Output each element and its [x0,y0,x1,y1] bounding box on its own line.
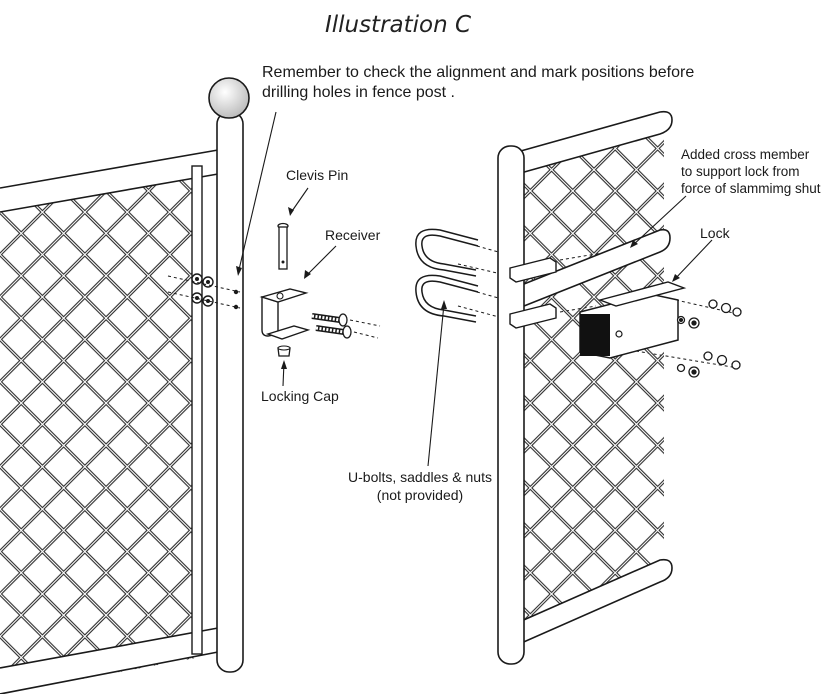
alignment-note: Remember to check the alignment and mark… [262,63,694,103]
nuts-and-washers [676,299,742,378]
receiver-screw-upper [311,313,348,327]
added-cross-member [523,228,671,307]
receiver-plate [261,296,279,337]
left-frame-bolts [191,273,214,307]
cross-member-label: Added cross member to support lock from … [681,146,821,197]
saddles [509,257,557,329]
left-frame-bar [191,165,203,655]
receiver-label: Receiver [325,227,381,243]
clevis-pin [277,222,289,270]
receiver-screw-lower [315,325,352,339]
clevis-pin-label: Clevis Pin [286,167,349,183]
alignment-note-line-2: drilling holes in fence post . [262,84,455,101]
fence-post-pipe [216,111,244,673]
right-bottom-rail [509,558,673,649]
u-bolts-label-line-1: U-bolts, saddles & nuts [348,469,492,485]
u-bolts-label-line-2: (not provided) [376,487,464,503]
lock-keyhole [615,330,623,338]
gate-post [497,145,525,665]
cross-member-label-line-1: Added cross member [681,147,810,162]
lock-label: Lock [700,225,730,241]
fence-post [208,77,250,673]
right-top-rail [509,110,673,177]
lock-mounting-bracket [597,281,687,307]
locking-cap-label: Locking Cap [261,388,339,404]
receiver-bottom-flange [265,325,311,340]
u-bolts [415,228,479,323]
cross-member-label-line-3: force of slammimg shut [681,181,821,196]
right-gate-panel [497,110,673,665]
post-hole-lower [233,304,239,310]
u-bolts-label: U-bolts, saddles & nuts (not provided) [340,468,500,504]
left-chain-link-mesh [0,170,196,694]
post-ball-cap [208,77,250,119]
right-chain-link-mesh [524,124,664,640]
cross-member-label-line-2: to support lock from [681,164,800,179]
illustration-title: Illustration C [324,12,472,38]
leader-arrowheads [236,207,680,369]
receiver-assembly [259,222,352,357]
lock-face [580,314,610,356]
left-fence-panel [0,148,231,694]
receiver-top-flange [259,288,309,303]
gate-lock [579,281,687,359]
alignment-note-line-1: Remember to check the alignment and mark… [262,64,695,81]
